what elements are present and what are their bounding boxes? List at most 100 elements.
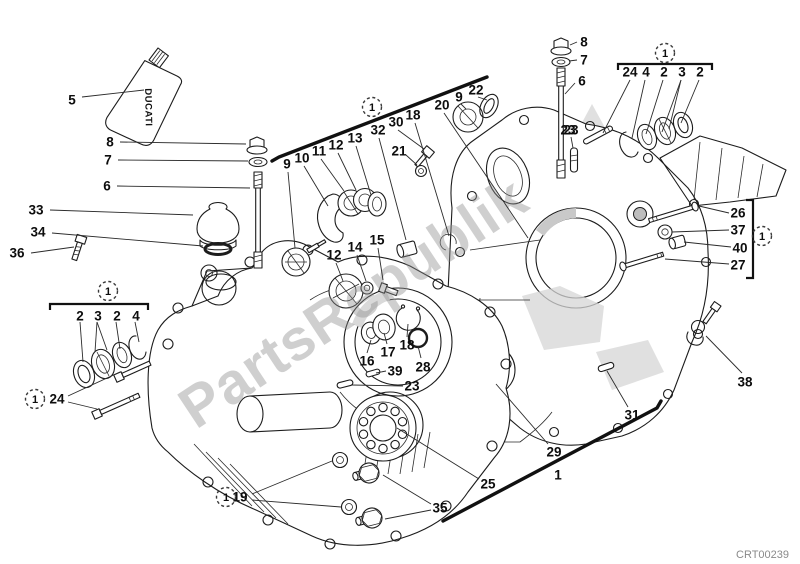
leader-line <box>397 129 425 150</box>
part-callout-33: 33 <box>28 203 44 218</box>
part-callout-2: 2 <box>660 65 668 80</box>
leader-line <box>335 262 344 282</box>
part-callout-27: 27 <box>730 258 745 273</box>
leader-line <box>460 103 467 110</box>
leader-line <box>680 79 700 124</box>
leader-line <box>417 345 422 359</box>
group-marker-circle <box>215 486 237 508</box>
leader-line <box>377 247 384 281</box>
leader-line <box>602 79 631 134</box>
leader-line <box>384 509 432 520</box>
leader-line <box>568 59 578 62</box>
part-callout-2: 2 <box>696 65 704 80</box>
leader-line <box>67 401 98 410</box>
leader-line <box>564 82 576 95</box>
group-marker-circle <box>751 225 773 247</box>
breather-valve <box>196 201 240 256</box>
diagram-code: CRT00239 <box>736 549 789 561</box>
leader-line <box>683 241 732 248</box>
leader-line <box>570 136 574 149</box>
bolt-36 <box>71 233 88 262</box>
group-marker-circle <box>24 388 46 410</box>
leader-line <box>606 370 629 408</box>
part-callout-6: 6 <box>578 74 586 89</box>
part-callout-10: 10 <box>294 151 309 166</box>
group-marker-circle <box>97 280 119 302</box>
leader-line <box>251 499 342 508</box>
part-callout-39: 39 <box>387 364 402 379</box>
part-callout-25: 25 <box>480 477 496 492</box>
part-callout-16: 16 <box>359 354 375 369</box>
leader-line <box>49 209 194 216</box>
leader-line <box>79 321 84 363</box>
part-callout-30: 30 <box>388 115 403 130</box>
leader-line <box>115 321 121 350</box>
part-callout-7: 7 <box>580 53 588 68</box>
leader-line <box>443 112 529 239</box>
part-callout-2: 2 <box>76 309 84 324</box>
leader-line <box>116 185 251 189</box>
right-fasteners <box>597 201 722 373</box>
stud-set-right <box>550 37 579 179</box>
group-marker-label: 1 <box>662 48 668 60</box>
part-callout-22: 22 <box>468 83 483 98</box>
part-callout-18: 18 <box>405 108 421 123</box>
leader-line <box>661 79 682 133</box>
leader-line <box>94 321 98 353</box>
leader-line <box>668 79 682 130</box>
part-callout-4: 4 <box>132 309 140 324</box>
tube-brand-label: DUCATI <box>142 88 154 126</box>
part-callout-23: 23 <box>563 123 579 138</box>
leader-line <box>51 232 204 247</box>
part-callout-14: 14 <box>347 240 363 255</box>
part-callout-3: 3 <box>94 309 102 324</box>
part-callout-1: 1 <box>554 468 562 483</box>
leader-line <box>698 205 730 214</box>
part-callout-12: 12 <box>328 138 343 153</box>
part-callout-7: 7 <box>104 153 112 168</box>
leader-line <box>406 323 409 338</box>
leader-line <box>351 384 404 387</box>
leader-line <box>117 159 249 162</box>
leader-line <box>378 137 407 241</box>
leader-line <box>671 229 730 233</box>
left-crankcase-art <box>147 233 512 550</box>
part-callout-19: 19 <box>232 490 247 505</box>
part-callout-24: 24 <box>49 392 65 407</box>
plug-washer-sets <box>331 451 383 529</box>
part-callout-8: 8 <box>580 35 588 50</box>
leader-line <box>119 141 247 145</box>
leader-line <box>30 246 75 254</box>
leader-line <box>645 79 664 135</box>
part-callout-4: 4 <box>642 65 650 80</box>
part-callout-3: 3 <box>678 65 686 80</box>
part-callout-29: 29 <box>546 445 561 460</box>
group-marker-label: 1 <box>759 231 765 243</box>
group-indicators <box>48 62 755 523</box>
part-callout-12: 12 <box>326 248 341 263</box>
leader-line <box>405 154 418 166</box>
leader-line <box>96 321 108 351</box>
leader-line <box>337 152 357 191</box>
leader-line <box>383 332 388 345</box>
part-callout-6: 6 <box>103 179 111 194</box>
part-callout-24: 24 <box>622 65 638 80</box>
leader-line <box>414 122 450 237</box>
part-callout-8: 8 <box>106 135 114 150</box>
group-marker-circle <box>654 42 676 64</box>
selector-cluster <box>281 93 499 277</box>
leader-line <box>134 321 140 343</box>
center-parts <box>328 273 429 389</box>
part-callout-11: 11 <box>312 144 327 159</box>
part-callout-23: 23 <box>404 379 420 394</box>
leader-line <box>320 158 345 192</box>
leader-line <box>287 171 296 249</box>
part-callout-28: 28 <box>415 360 431 375</box>
sealant-tube: DUCATI <box>105 47 183 146</box>
leader-line <box>664 258 730 265</box>
stud-set-left <box>246 136 268 269</box>
leader-line <box>366 339 372 354</box>
leader-line <box>356 254 367 282</box>
